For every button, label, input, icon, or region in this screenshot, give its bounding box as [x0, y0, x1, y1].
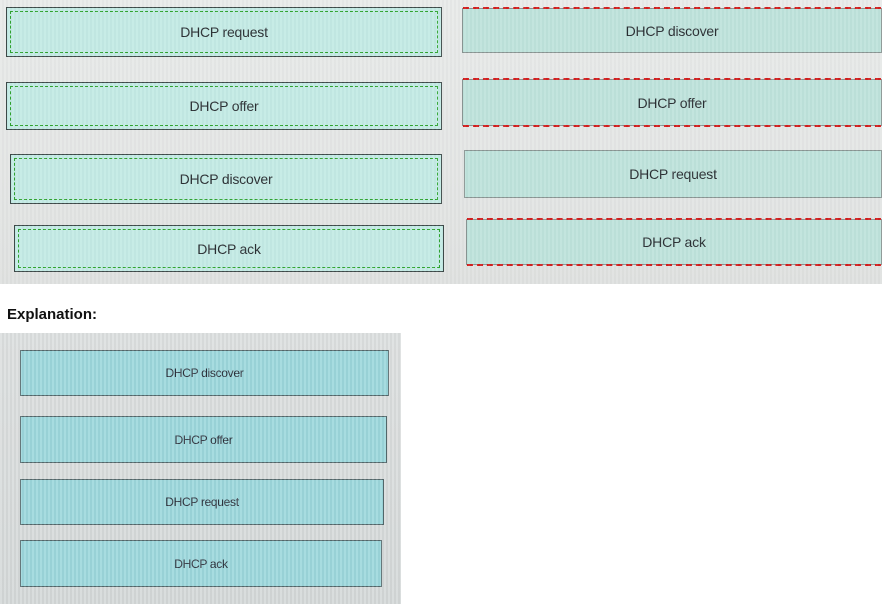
- drop-target-2[interactable]: DHCP offer: [462, 78, 882, 127]
- answer-item-label: DHCP ack: [174, 556, 228, 571]
- drop-target-label: DHCP offer: [637, 94, 707, 111]
- drag-item-label: DHCP discover: [179, 171, 273, 187]
- drag-item-label: DHCP request: [180, 24, 268, 40]
- answer-item-label: DHCP request: [165, 495, 239, 509]
- answer-item: DHCP discover: [20, 350, 389, 396]
- drag-drop-question-panel: DHCP request DHCP offer DHCP discover DH…: [0, 0, 882, 284]
- explanation-panel: DHCP discover DHCP offer DHCP request DH…: [0, 333, 401, 604]
- drag-item-label: DHCP ack: [197, 240, 261, 257]
- drop-target-3[interactable]: DHCP request: [464, 150, 882, 198]
- drag-item-dhcp-request[interactable]: DHCP request: [6, 7, 442, 57]
- answer-item-label: DHCP offer: [174, 432, 233, 447]
- answer-item: DHCP offer: [20, 416, 387, 463]
- drag-item-dhcp-offer[interactable]: DHCP offer: [6, 82, 442, 130]
- drag-item-dhcp-discover[interactable]: DHCP discover: [10, 154, 442, 204]
- drag-item-label: DHCP offer: [189, 98, 259, 114]
- answer-item-label: DHCP discover: [165, 366, 244, 380]
- drop-target-1[interactable]: DHCP discover: [462, 7, 882, 53]
- drag-item-dhcp-ack[interactable]: DHCP ack: [14, 225, 444, 272]
- drop-target-4[interactable]: DHCP ack: [466, 218, 882, 266]
- answer-item: DHCP ack: [20, 540, 382, 587]
- answer-item: DHCP request: [20, 479, 384, 525]
- explanation-heading: Explanation:: [7, 306, 98, 323]
- drop-target-label: DHCP request: [629, 166, 717, 182]
- drop-target-label: DHCP discover: [625, 22, 719, 39]
- drop-target-label: DHCP ack: [642, 234, 706, 250]
